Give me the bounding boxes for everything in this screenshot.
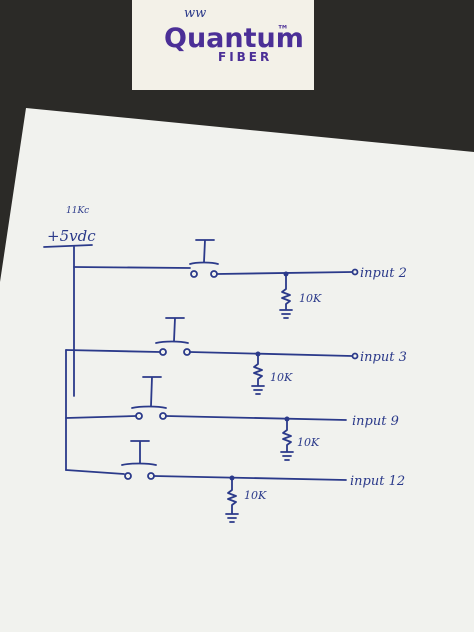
resistor-label: 10K xyxy=(270,371,293,384)
card-subbrand: FIBER xyxy=(218,50,272,64)
input-label: input 3 xyxy=(360,350,407,365)
resistor-10k xyxy=(225,479,239,523)
input-label: input 2 xyxy=(360,266,407,281)
resistor-label: 10K xyxy=(297,436,320,449)
input-label: input 9 xyxy=(352,414,399,429)
business-card: ww Quantum ™ FIBER xyxy=(132,0,314,90)
pushbutton-2 xyxy=(155,340,189,344)
junction-dot xyxy=(284,416,290,422)
resistor-10k xyxy=(279,275,293,319)
input-terminal xyxy=(351,352,359,360)
paper-sheet xyxy=(0,108,474,632)
switch-row-4 xyxy=(65,440,347,523)
junction-dot xyxy=(283,271,289,277)
card-trademark: ™ xyxy=(277,23,292,37)
switch-row-2 xyxy=(65,317,359,395)
card-brand-name: Quantum xyxy=(164,23,304,54)
switch-row-1 xyxy=(73,239,359,319)
pushbutton-4 xyxy=(121,462,157,466)
corner-note: 11Kc xyxy=(66,206,89,216)
switch-row-3 xyxy=(65,376,347,461)
pushbutton-3 xyxy=(131,405,167,409)
supply-rail xyxy=(43,244,93,248)
input-label: input 12 xyxy=(350,474,405,489)
resistor-10k xyxy=(280,420,294,461)
resistor-label: 10K xyxy=(244,489,267,502)
card-scribble: ww xyxy=(184,6,206,21)
junction-dot xyxy=(255,351,261,357)
schematic xyxy=(43,239,359,523)
resistor-10k xyxy=(251,355,265,395)
resistor-label: 10K xyxy=(299,292,322,305)
supply-label: +5vdc xyxy=(47,227,96,245)
switch-contact xyxy=(190,270,198,278)
input-terminal xyxy=(351,268,359,276)
junction-dot xyxy=(229,475,235,481)
